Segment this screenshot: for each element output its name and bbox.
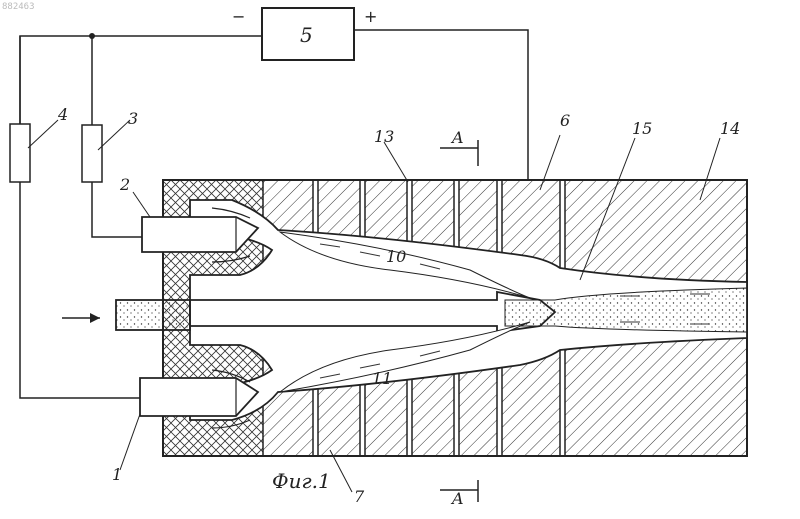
label-7: 7 <box>354 487 365 506</box>
power-supply: 5 − + <box>232 7 377 60</box>
section-label-top: A <box>450 128 464 147</box>
label-11: 11 <box>372 369 392 388</box>
label-4: 4 <box>57 105 68 124</box>
cathode-1 <box>140 378 258 416</box>
label-1: 1 <box>112 465 122 484</box>
figure-caption: Фиг.1 <box>272 469 331 493</box>
label-10: 10 <box>386 247 406 266</box>
label-6: 6 <box>560 111 570 130</box>
minus-sign: − <box>232 7 245 26</box>
powder-feed-tube <box>116 300 190 330</box>
label-5: 5 <box>300 23 313 47</box>
cathode-2 <box>142 217 258 252</box>
resistor-3 <box>82 125 102 182</box>
section-label-bottom: A <box>450 489 464 508</box>
plus-sign: + <box>364 7 377 26</box>
watermark-text: 882463 <box>2 2 35 12</box>
resistor-4 <box>10 124 30 182</box>
label-15: 15 <box>632 119 652 138</box>
label-13: 13 <box>374 127 394 146</box>
label-3: 3 <box>128 109 138 128</box>
label-14: 14 <box>720 119 740 138</box>
feed-arrow-head <box>90 313 100 323</box>
label-2: 2 <box>119 175 130 194</box>
